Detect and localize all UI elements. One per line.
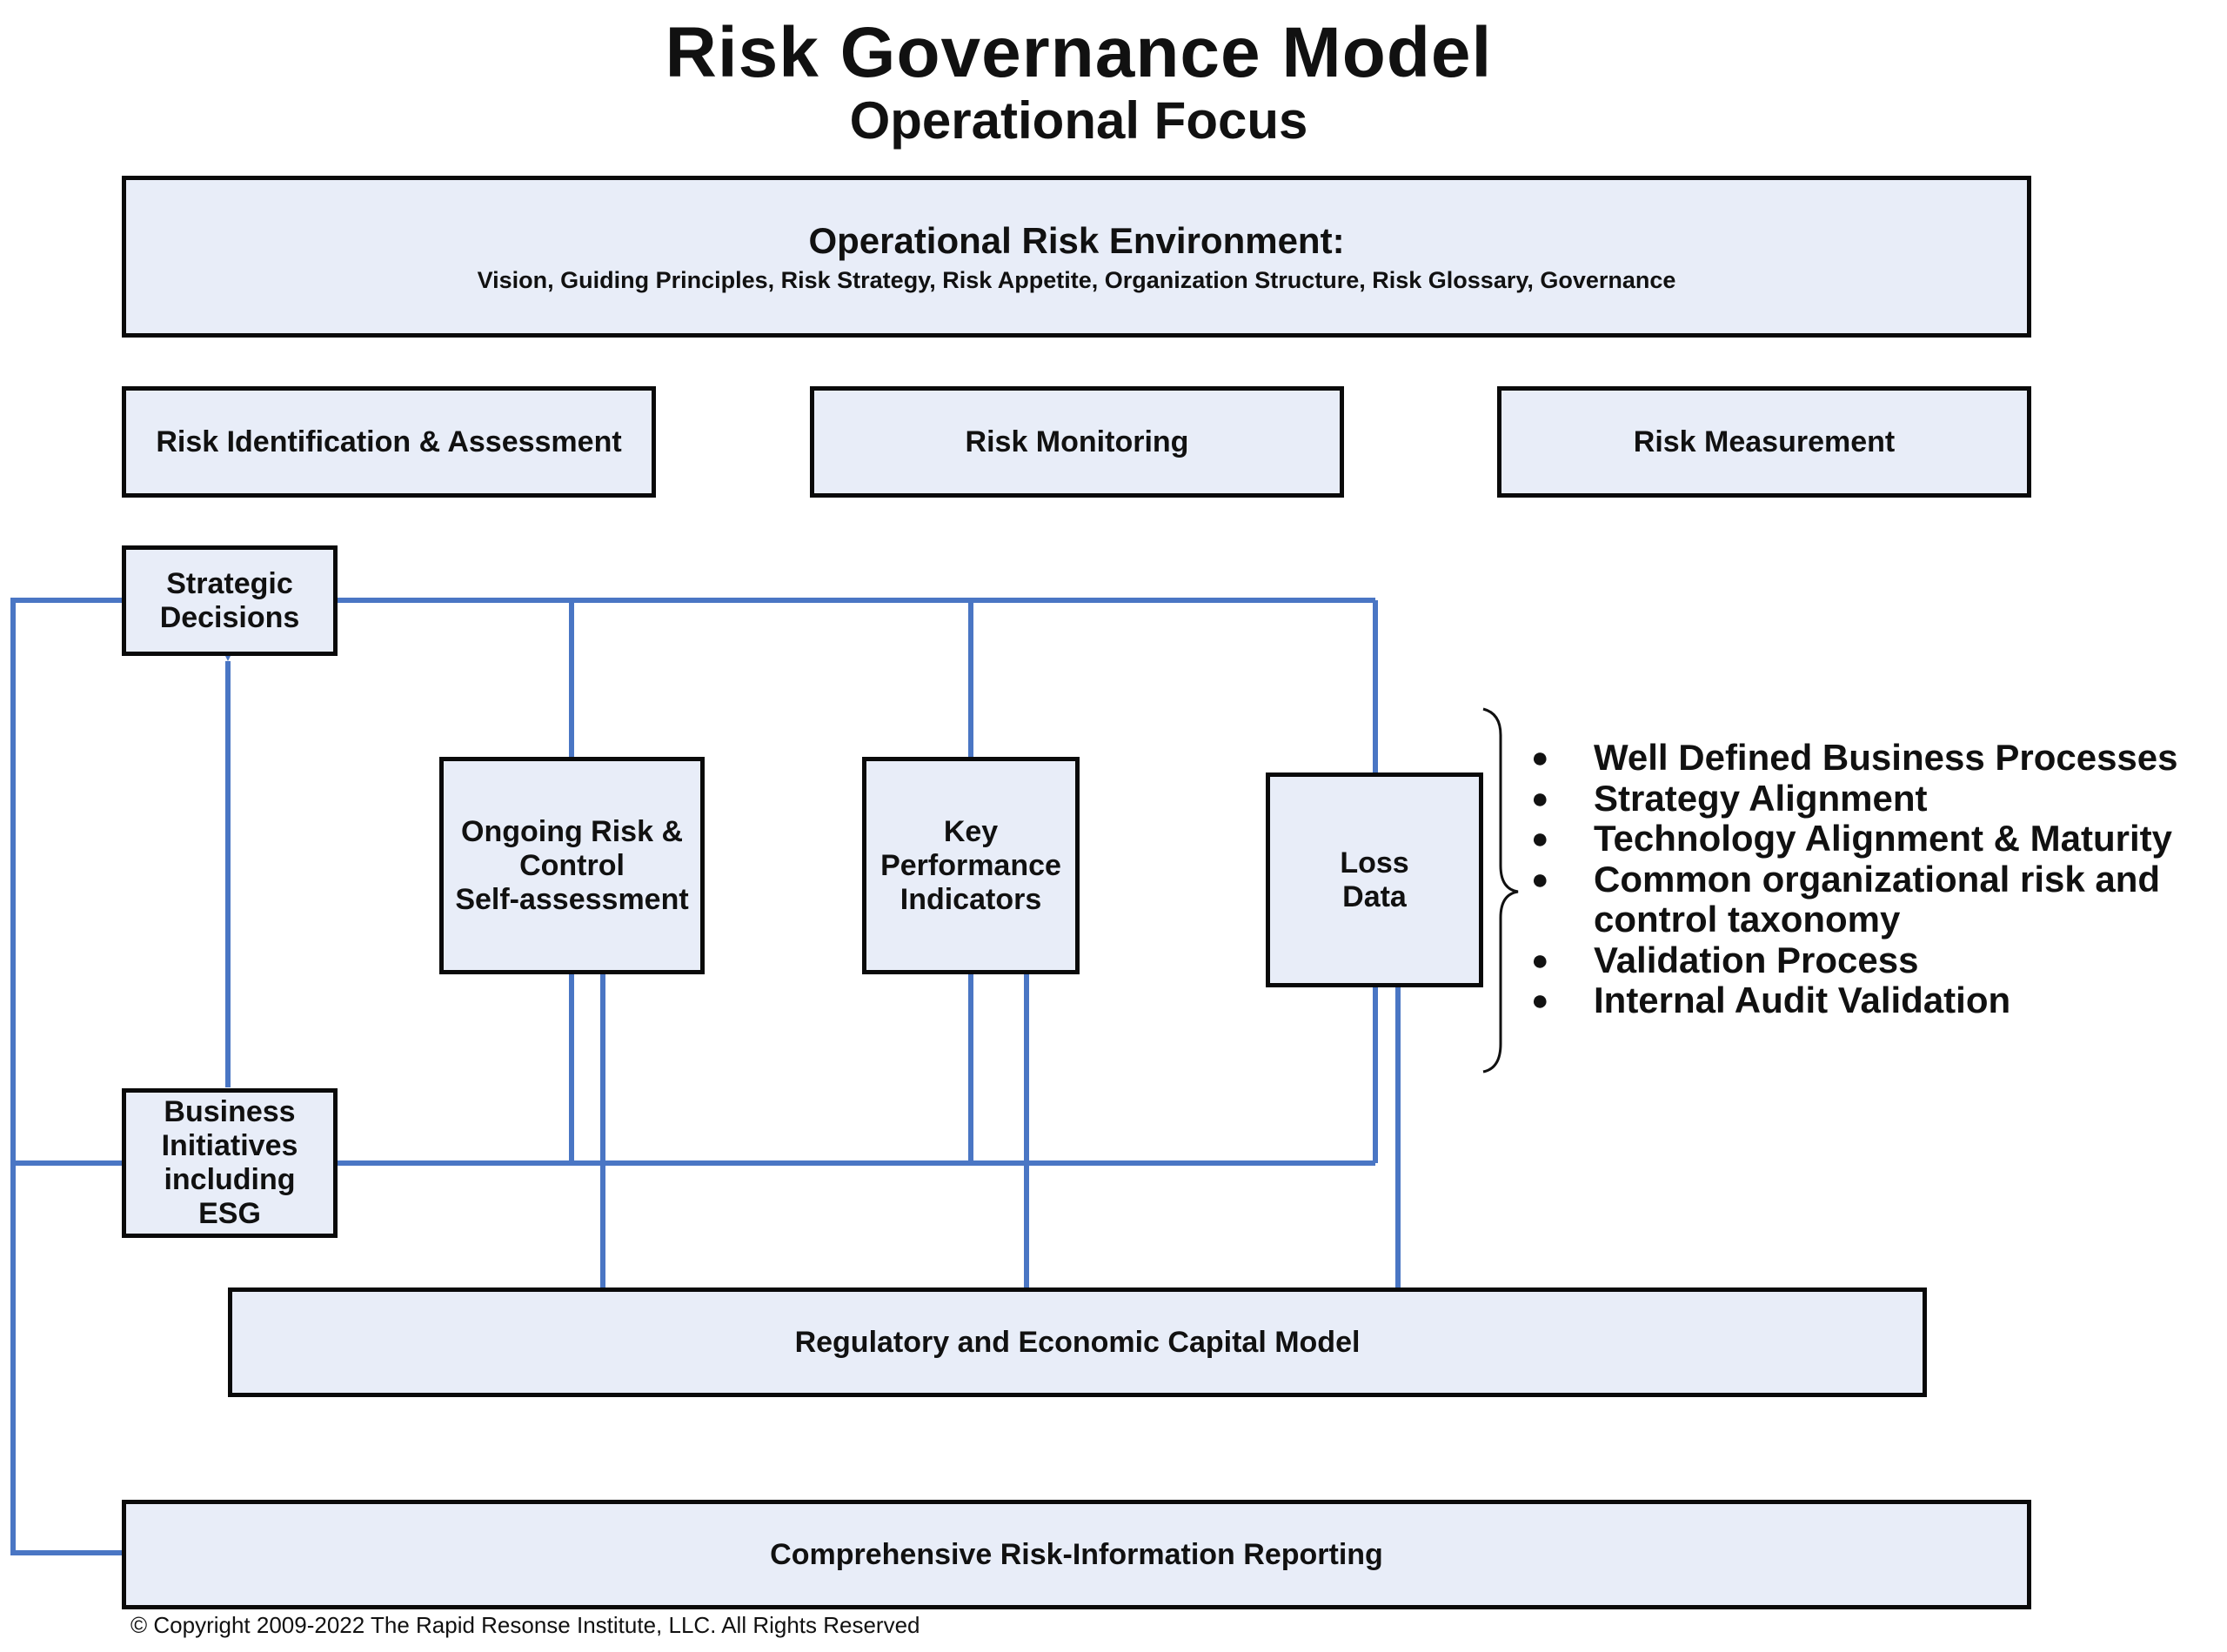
pillar-risk-identification: Risk Identification & Assessment [122, 386, 656, 498]
capital-model-label: Regulatory and Economic Capital Model [794, 1325, 1361, 1359]
capital-model-box: Regulatory and Economic Capital Model [228, 1287, 1927, 1397]
node-label: including [164, 1163, 296, 1196]
node-label: Ongoing Risk & [461, 814, 683, 848]
list-item: Internal Audit Validation [1531, 980, 2203, 1021]
node-label: Business [164, 1095, 296, 1128]
environment-subtitle: Vision, Guiding Principles, Risk Strateg… [477, 266, 1676, 293]
kpi-box: Key Performance Indicators [862, 757, 1080, 974]
node-label: Control [519, 848, 625, 882]
node-label: Initiatives [161, 1129, 298, 1162]
list-item: Validation Process [1531, 940, 2203, 981]
strategic-decisions-box: Strategic Decisions [122, 545, 338, 656]
node-label: ESG [198, 1197, 261, 1230]
pillar-label: Risk Identification & Assessment [156, 425, 622, 458]
list-item: Technology Alignment & Maturity [1531, 818, 2203, 859]
copyright-notice: © Copyright 2009-2022 The Rapid Resonse … [130, 1612, 920, 1638]
node-label: Self-assessment [455, 882, 689, 916]
node-label: Loss [1340, 846, 1409, 880]
node-label: Data [1342, 880, 1407, 913]
list-item: Common organizational risk and control t… [1531, 859, 2203, 940]
pillar-risk-measurement: Risk Measurement [1497, 386, 2031, 498]
pillar-label: Risk Measurement [1633, 425, 1896, 458]
node-label: Indicators [899, 882, 1042, 916]
loss-data-box: Loss Data [1266, 772, 1483, 987]
environment-title: Operational Risk Environment: [808, 219, 1345, 261]
reporting-feedback-line [10, 598, 124, 1555]
node-label: Strategic [166, 566, 293, 600]
environment-box: Operational Risk Environment: Vision, Gu… [122, 176, 2031, 338]
reporting-label: Comprehensive Risk-Information Reporting [770, 1537, 1383, 1571]
node-label: Performance [880, 848, 1061, 882]
requirements-list: Well Defined Business Processes Strategy… [1531, 737, 2203, 1021]
pillar-label: Risk Monitoring [965, 425, 1189, 458]
node-label: Key [943, 814, 999, 848]
diagram-title: Risk Governance Model [665, 13, 1493, 92]
list-item: Well Defined Business Processes [1531, 737, 2203, 779]
node-label: Decisions [159, 600, 300, 634]
pillar-risk-monitoring: Risk Monitoring [810, 386, 1344, 498]
business-initiatives-box: Business Initiatives including ESG [122, 1088, 338, 1238]
list-item: Strategy Alignment [1531, 778, 2203, 819]
diagram-subtitle: Operational Focus [849, 91, 1308, 150]
rcsa-box: Ongoing Risk & Control Self-assessment [439, 757, 705, 974]
reporting-box: Comprehensive Risk-Information Reporting [122, 1500, 2031, 1609]
curly-brace [1482, 707, 1519, 1073]
